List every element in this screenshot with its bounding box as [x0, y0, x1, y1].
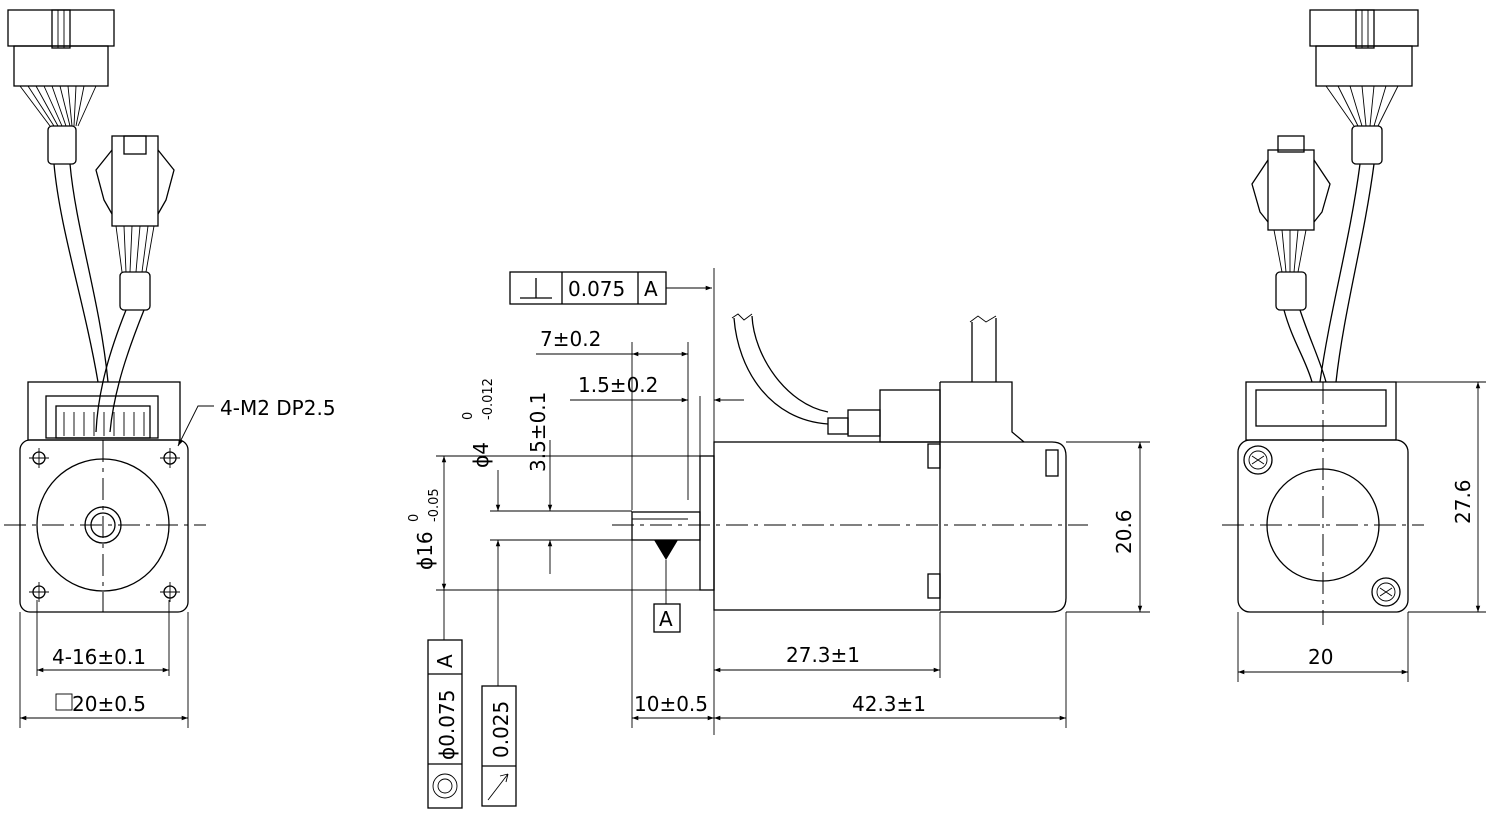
pilot-diameter-upper: 0 — [407, 514, 422, 522]
motor-shaft — [631, 511, 701, 541]
frame-size-dimension: 20±0.5 — [72, 692, 146, 716]
rear-width-dimension: 20 — [1308, 645, 1333, 669]
front-view: 4-M2 DP2.5 4-16±0.1 20±0.5 — [4, 9, 336, 728]
perp-tolerance: 0.075 — [568, 277, 625, 301]
runout-tolerance: 0.025 — [489, 701, 513, 758]
concentricity-frame: A ϕ0.075 — [427, 590, 463, 809]
perp-datum: A — [644, 277, 658, 301]
rear-screw-bottom-icon — [1371, 577, 1401, 607]
body-length-dimension: 27.3±1 — [786, 643, 860, 667]
perpendicularity-frame: 0.075 A — [509, 271, 712, 305]
rear-screw-top-icon — [1243, 445, 1273, 475]
flat-depth-dimension: 3.5±0.1 — [526, 392, 550, 472]
side-motor-body — [713, 441, 941, 611]
body-height-dimension: 20.6 — [1112, 509, 1136, 554]
runout-arrow-icon — [487, 773, 509, 801]
side-cable-main — [971, 318, 997, 382]
side-view: 0.075 A A 7±0.2 — [407, 268, 1150, 809]
rear-height-dimension: 27.6 — [1451, 479, 1475, 524]
thread-callout: 4-M2 DP2.5 — [220, 396, 336, 420]
square-symbol — [55, 693, 73, 711]
overall-length-dimension: 42.3±1 — [852, 692, 926, 716]
rear-main-connector — [1309, 9, 1419, 383]
shaft-diameter-lower: -0.012 — [481, 378, 496, 420]
runout-frame: 0.025 — [481, 685, 517, 807]
rear-view: 20 27.6 — [1222, 9, 1486, 682]
front-small-connector — [95, 135, 175, 433]
datum-label: A — [659, 607, 673, 631]
encoder-housing — [939, 381, 1025, 443]
concentricity-tolerance: ϕ0.075 — [435, 690, 459, 760]
front-main-connector — [7, 9, 115, 383]
pilot-height-dimension: 1.5±0.2 — [578, 373, 658, 397]
shaft-diameter-prefix: ϕ4 — [469, 442, 493, 468]
front-motor-face — [19, 439, 189, 613]
side-cable-small — [733, 315, 829, 425]
rear-encoder-cap — [1245, 381, 1397, 441]
flange-to-shaft-dimension: 10±0.5 — [634, 692, 708, 716]
pilot-diameter-lower: -0.05 — [427, 488, 442, 522]
pilot-diameter-prefix: ϕ16 — [413, 531, 437, 570]
datum-triangle — [654, 540, 678, 560]
shaft-length-dimension: 7±0.2 — [540, 327, 601, 351]
hole-pitch-dimension: 4-16±0.1 — [52, 645, 146, 669]
concentricity-datum: A — [433, 654, 457, 668]
rear-small-connector — [1251, 135, 1331, 383]
shaft-diameter-upper: 0 — [461, 412, 476, 420]
